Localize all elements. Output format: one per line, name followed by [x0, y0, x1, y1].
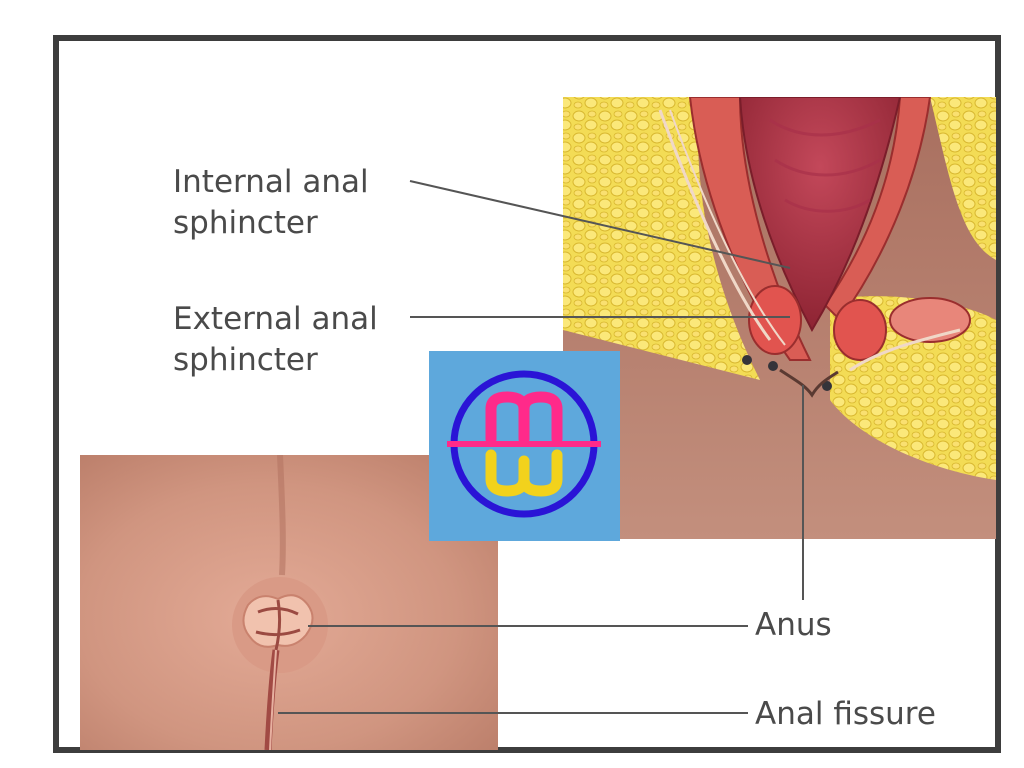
- logo-letter-m: [485, 391, 563, 445]
- internal-label-line1: Internal anal: [173, 164, 369, 200]
- watermark-logo: [429, 351, 620, 541]
- external-label-line1: External anal: [173, 301, 378, 337]
- anal-fissure-photo: [80, 455, 498, 750]
- anal-fissure-label: Anal fissure: [755, 696, 936, 732]
- internal-leader-line: [409, 180, 791, 269]
- anus-label: Anus: [755, 607, 832, 643]
- internal-anal-sphincter-label: Internal anal sphincter: [173, 162, 369, 244]
- logo-letter-b: [485, 449, 563, 497]
- external-label-line2: sphincter: [173, 342, 318, 378]
- internal-label-line2: sphincter: [173, 205, 318, 241]
- external-anal-sphincter-label: External anal sphincter: [173, 299, 378, 381]
